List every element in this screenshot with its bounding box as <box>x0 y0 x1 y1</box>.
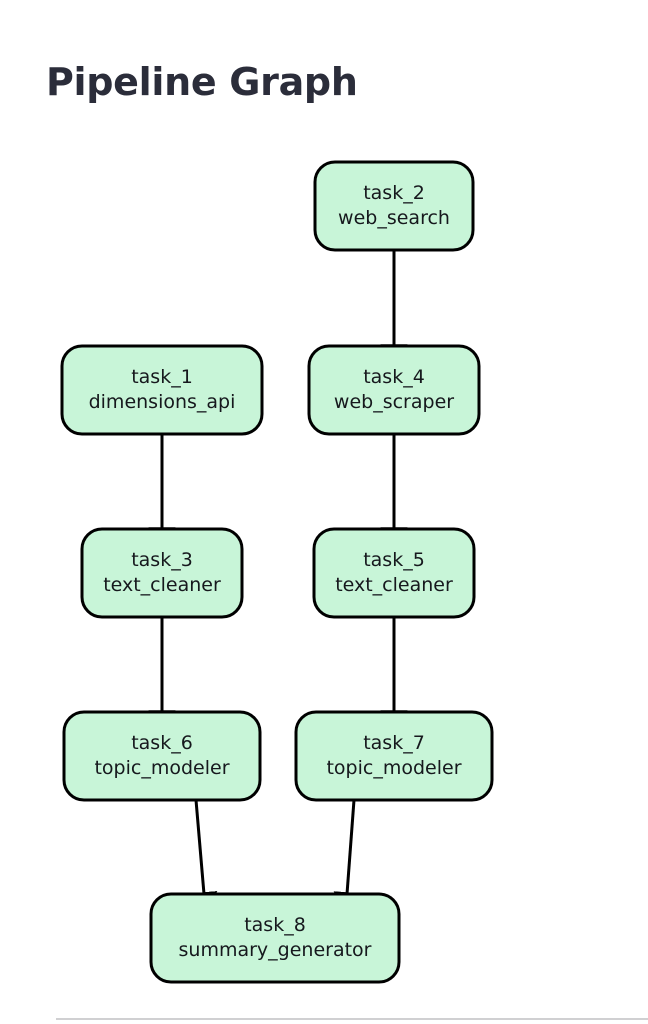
graph-node-task_6[interactable] <box>62 710 262 802</box>
footer-divider <box>56 1018 648 1020</box>
edge-layer <box>148 250 408 915</box>
graph-node-task_5[interactable] <box>312 527 476 619</box>
graph-node-task_2[interactable] <box>313 160 475 252</box>
graph-node-task_1[interactable] <box>60 344 264 436</box>
graph-node-task_3[interactable] <box>80 527 244 619</box>
graph-node-task_7[interactable] <box>294 710 494 802</box>
graph-node-task_4[interactable] <box>307 344 481 436</box>
graph-node-task_8[interactable] <box>149 892 401 984</box>
edge-task_6-to-task_8 <box>190 799 218 915</box>
node-layer <box>60 160 494 984</box>
edge-task_7-to-task_8 <box>333 799 361 915</box>
page-title: Pipeline Graph <box>46 60 358 104</box>
